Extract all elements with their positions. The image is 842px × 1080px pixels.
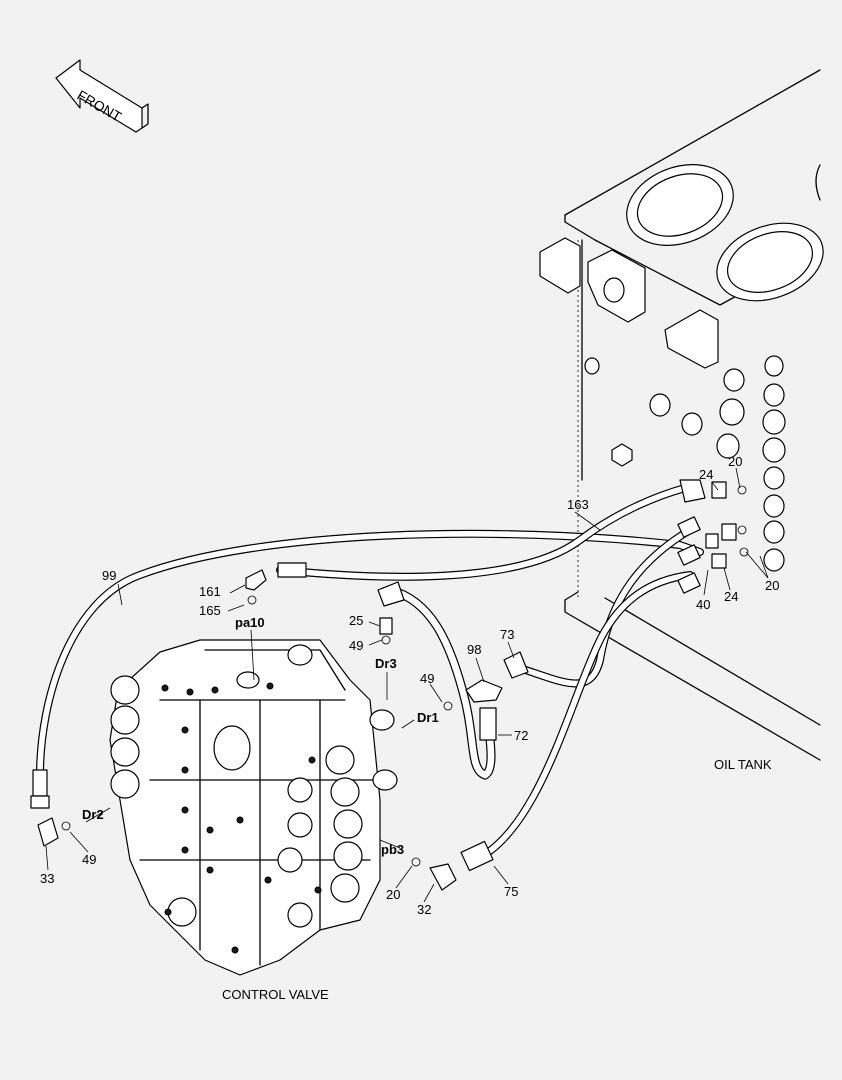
front-direction-arrow: FRONT [55,59,149,133]
hose-163 [276,479,706,581]
hose-73 [503,526,694,688]
callout-49-dr3: 49 [349,638,363,653]
callout-163: 163 [567,497,589,512]
callout-20-upper: 20 [728,454,742,469]
port-pa10: pa10 [235,615,265,630]
callout-20-lower: 20 [765,578,779,593]
callout-75: 75 [504,884,518,899]
fittings [37,569,503,891]
hose-75 [460,571,694,872]
callout-49-dr1: 49 [420,671,434,686]
port-dr1: Dr1 [417,710,439,725]
tank-hose-fittings [677,481,749,594]
callout-99: 99 [102,568,116,583]
control-valve [109,639,398,976]
oil-tank-caption: OIL TANK [714,757,772,772]
port-labels: pa10 Dr3 Dr1 Dr2 pb3 [82,615,439,857]
port-pb3: pb3 [381,842,404,857]
oil-tank [539,69,824,761]
callout-165: 165 [199,603,221,618]
callout-24-lower: 24 [724,589,738,604]
callout-33: 33 [40,871,54,886]
callout-73: 73 [500,627,514,642]
hose-99 [30,529,704,809]
port-dr3: Dr3 [375,656,397,671]
callout-40: 40 [696,597,710,612]
callout-25: 25 [349,613,363,628]
callout-32: 32 [417,902,431,917]
control-valve-caption: CONTROL VALVE [222,987,329,1002]
leader-lines [45,467,769,903]
port-dr2: Dr2 [82,807,104,822]
valve-spools [110,675,398,928]
callout-161: 161 [199,584,221,599]
callout-20-pb3: 20 [386,887,400,902]
callout-24-upper: 24 [699,467,713,482]
callout-labels: 99 161 165 25 49 49 98 73 72 163 24 20 4… [40,454,779,917]
callout-98: 98 [467,642,481,657]
tank-port-bosses [584,355,786,572]
callout-49-dr2: 49 [82,852,96,867]
valve-bolts [161,682,322,954]
pipe-72 [377,581,497,780]
callout-72: 72 [514,728,528,743]
